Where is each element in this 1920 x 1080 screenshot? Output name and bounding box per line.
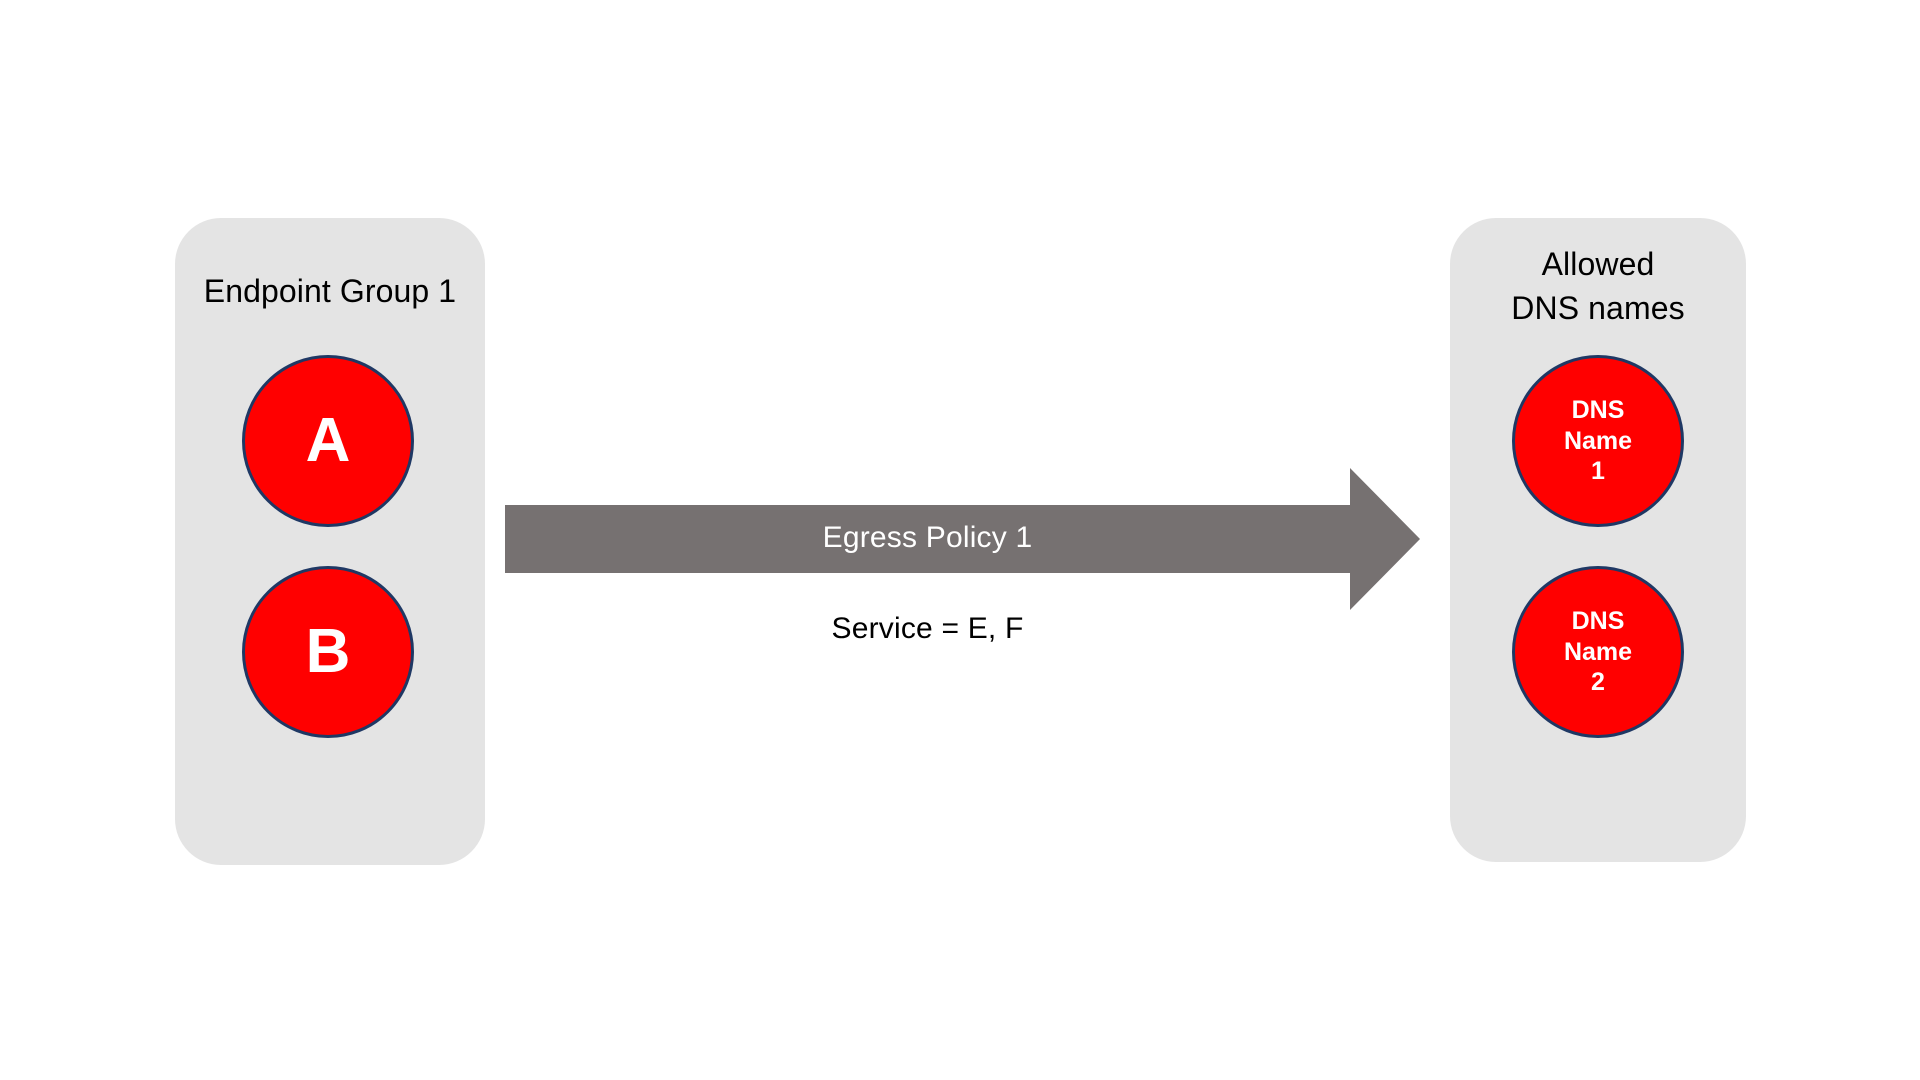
dns-node-2[interactable]: DNS Name 2	[1512, 566, 1684, 738]
endpoint-node-b-label: B	[305, 617, 351, 686]
endpoint-node-a[interactable]: A	[242, 355, 414, 527]
allowed-dns-names-title: Allowed DNS names	[1511, 246, 1685, 326]
dns-node-2-label: DNS Name 2	[1563, 607, 1633, 697]
endpoint-group-title: Endpoint Group 1	[203, 273, 457, 309]
right-arrow-icon[interactable]	[505, 468, 1420, 610]
dns-node-1-label: DNS Name 1	[1563, 396, 1633, 486]
policy-arrow-label: Egress Policy 1	[822, 521, 1033, 554]
right-arrow-shape	[505, 468, 1420, 610]
allowed-dns-names-panel[interactable]: Allowed DNS names DNS Name 1 DNS Name 2	[1450, 218, 1746, 862]
endpoint-group-panel[interactable]: Endpoint Group 1 A B	[175, 218, 485, 865]
policy-service-label: Service = E, F	[831, 612, 1024, 645]
arrow-polygon	[505, 468, 1420, 610]
endpoint-node-b[interactable]: B	[242, 566, 414, 738]
endpoint-node-a-label: A	[305, 406, 351, 475]
dns-node-1[interactable]: DNS Name 1	[1512, 355, 1684, 527]
